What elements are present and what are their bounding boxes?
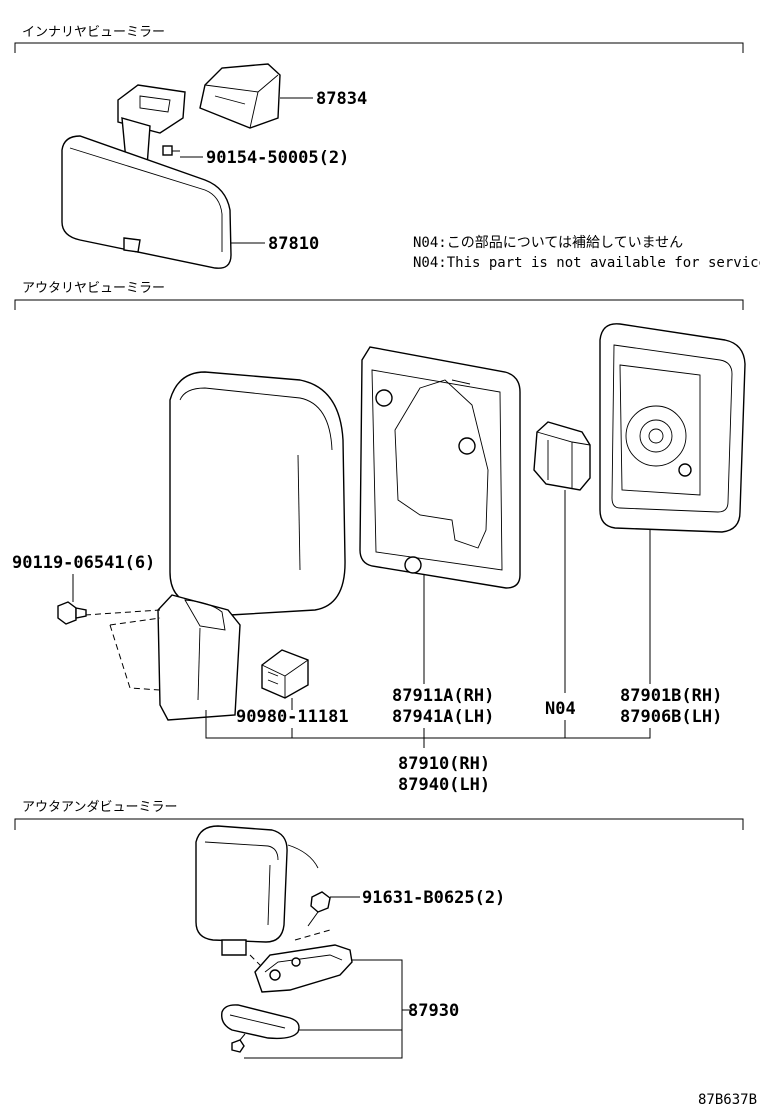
mirror-glass xyxy=(599,323,746,533)
note-n04-english: N04:This part is not available for servi… xyxy=(413,255,760,271)
label-87941a-lh: 87941A(LH) xyxy=(392,707,494,727)
assembly-bracket-outer xyxy=(205,710,651,739)
under-mirror-head xyxy=(195,825,288,956)
label-87834: 87834 xyxy=(316,89,367,109)
under-mirror-arc xyxy=(287,844,319,869)
mirror-holder-plate xyxy=(359,346,521,589)
section-bracket-outer xyxy=(14,299,744,310)
label-n04: N04 xyxy=(545,699,576,719)
note-n04-japanese: N04:この部品については補給していません xyxy=(413,235,683,251)
label-90154-50005: 90154-50005(2) xyxy=(206,148,349,168)
under-mirror-base xyxy=(254,944,353,993)
figure-reference: 87B637B xyxy=(698,1092,757,1108)
label-91631-b0625: 91631-B0625(2) xyxy=(362,888,505,908)
section-bracket-under xyxy=(14,818,744,830)
section-title-under-mirror: アウタアンダビューミラー xyxy=(22,800,177,815)
bolt-90119 xyxy=(57,601,87,625)
label-87810: 87810 xyxy=(268,234,319,254)
small-screw xyxy=(231,1033,246,1053)
label-87940-lh: 87940(LH) xyxy=(398,775,490,795)
mirror-motor-n04 xyxy=(533,421,591,491)
label-87910-rh: 87910(RH) xyxy=(398,754,490,774)
label-87906b-lh: 87906B(LH) xyxy=(620,707,722,727)
label-87911a-rh: 87911A(RH) xyxy=(392,686,494,706)
screw-90154 xyxy=(162,145,180,156)
label-87901b-rh: 87901B(RH) xyxy=(620,686,722,706)
outer-mirror-head xyxy=(157,371,346,721)
label-90119-06541: 90119-06541(6) xyxy=(12,553,155,573)
screw-91631 xyxy=(307,891,331,927)
inner-mirror-body xyxy=(61,135,232,269)
connector-90980 xyxy=(261,649,309,699)
section-title-inner-mirror: インナリヤビューミラー xyxy=(22,25,165,40)
label-87930: 87930 xyxy=(408,1001,459,1021)
section-bracket-inner xyxy=(14,42,744,53)
section-title-outer-mirror: アウタリヤビューミラー xyxy=(22,281,165,296)
under-mirror-cover xyxy=(221,1004,300,1040)
mirror-cover-part xyxy=(199,63,281,129)
assembly-bracket-under xyxy=(244,959,403,1059)
label-90980-11181: 90980-11181 xyxy=(236,707,349,727)
